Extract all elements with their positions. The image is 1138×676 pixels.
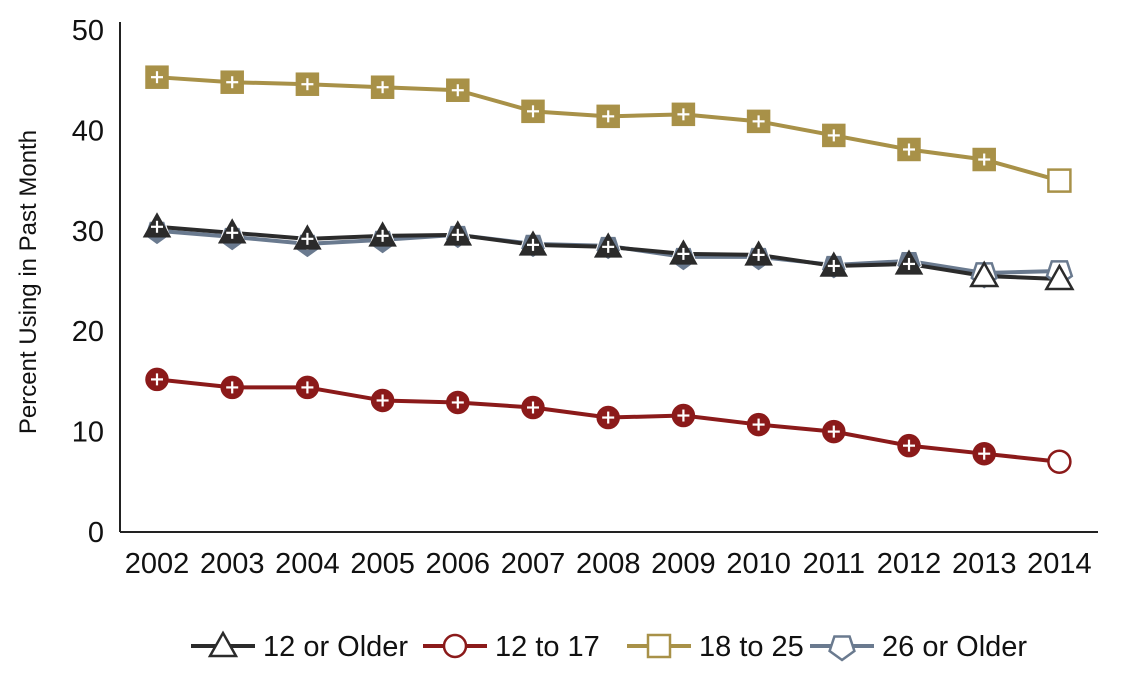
y-axis-ticks: 0 10 20 30 40 50 bbox=[72, 15, 104, 549]
y-tick-label: 0 bbox=[88, 517, 104, 549]
series-line bbox=[156, 75, 1060, 183]
x-tick-label: 2005 bbox=[350, 548, 415, 580]
x-tick-label: 2009 bbox=[651, 548, 716, 580]
y-tick-label: 50 bbox=[72, 15, 104, 47]
x-tick-label: 2010 bbox=[726, 548, 791, 580]
x-tick-label: 2014 bbox=[1027, 548, 1092, 580]
data-point-marker bbox=[969, 260, 1000, 288]
series-markers-12-to-17 bbox=[145, 367, 1072, 474]
legend-item: 12 to 17 bbox=[423, 631, 600, 663]
legend-swatch-marker bbox=[646, 633, 672, 659]
legend-swatch-marker bbox=[442, 633, 468, 659]
x-tick-label: 2004 bbox=[275, 548, 340, 580]
legend-swatch-marker bbox=[207, 630, 239, 658]
x-tick-label: 2003 bbox=[200, 548, 265, 580]
legend: 12 or Older 12 to 17 18 to 25 26 or Older bbox=[191, 630, 1027, 663]
x-tick-label: 2007 bbox=[501, 548, 566, 580]
x-tick-label: 2006 bbox=[426, 548, 491, 580]
data-point-marker bbox=[1047, 168, 1072, 193]
axes bbox=[119, 22, 1098, 533]
data-point-marker bbox=[1044, 263, 1075, 291]
y-tick-label: 30 bbox=[72, 216, 104, 248]
series-layer bbox=[142, 65, 1075, 474]
series-markers-12-or-older bbox=[142, 212, 1075, 291]
y-axis-label: Percent Using in Past Month bbox=[15, 130, 42, 434]
y-tick-label: 20 bbox=[72, 316, 104, 348]
legend-label: 12 or Older bbox=[263, 631, 408, 663]
legend-item: 12 or Older bbox=[191, 630, 408, 663]
y-tick-label: 40 bbox=[72, 115, 104, 147]
series-18-to-25 bbox=[156, 75, 1060, 183]
y-tick-label: 10 bbox=[72, 417, 104, 449]
series-markers-18-to-25 bbox=[145, 65, 1072, 193]
data-point-marker bbox=[1047, 449, 1072, 474]
legend-label: 26 or Older bbox=[882, 631, 1027, 663]
x-tick-label: 2002 bbox=[125, 548, 190, 580]
legend-swatch-marker bbox=[828, 635, 856, 662]
x-axis-ticks: 2002 2003 2004 2005 2006 2007 2008 2009 2010 2011… bbox=[125, 548, 1092, 580]
x-tick-label: 2013 bbox=[952, 548, 1017, 580]
x-tick-label: 2012 bbox=[877, 548, 942, 580]
legend-label: 18 to 25 bbox=[699, 631, 804, 663]
legend-label: 12 to 17 bbox=[495, 631, 600, 663]
x-tick-label: 2011 bbox=[803, 548, 865, 580]
legend-item: 18 to 25 bbox=[627, 631, 804, 663]
x-tick-label: 2008 bbox=[576, 548, 641, 580]
legend-item: 26 or Older bbox=[810, 631, 1027, 663]
